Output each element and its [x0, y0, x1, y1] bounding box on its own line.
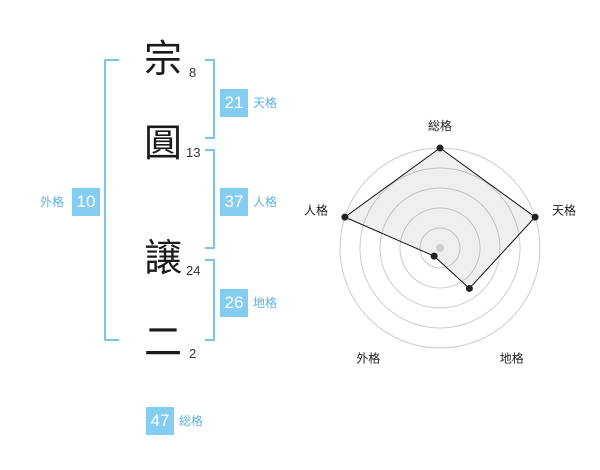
- name-char-4: 二: [143, 320, 182, 364]
- soukaku-label: 総格: [179, 414, 204, 428]
- gaikaku-label: 外格: [40, 195, 65, 209]
- radar-center-dot: [436, 244, 444, 252]
- name-char-3: 譲: [143, 236, 182, 280]
- jinkaku-bracket: [205, 149, 215, 249]
- tenkaku-bracket: [205, 59, 215, 139]
- soukaku-value: 47: [146, 407, 174, 435]
- radar-point-1: [436, 144, 444, 152]
- jinkaku-value: 37: [220, 188, 248, 216]
- radar-axis-label-1: 総格: [428, 118, 452, 133]
- gaikaku-value: 10: [72, 188, 100, 216]
- radar-point-4: [430, 252, 438, 260]
- tenkaku-label: 天格: [253, 96, 278, 110]
- tenkaku-value: 21: [220, 89, 248, 117]
- gaikaku-bracket: [104, 59, 119, 341]
- chikaku-label: 地格: [253, 296, 278, 310]
- radar-point-2: [531, 213, 539, 221]
- stroke-count-2: 13: [186, 145, 201, 160]
- radar-axis-label-2: 天格: [552, 202, 576, 217]
- radar-axis-label-4: 外格: [356, 351, 380, 366]
- radar-point-3: [465, 284, 473, 292]
- radar-point-5: [341, 213, 349, 221]
- stroke-count-4: 2: [189, 346, 197, 361]
- radar-axis-label-3: 地格: [500, 351, 524, 366]
- name-char-2: 圓: [143, 121, 182, 165]
- radar-axis-label-5: 人格: [304, 202, 328, 217]
- stroke-count-1: 8: [189, 65, 197, 80]
- chikaku-value: 26: [220, 289, 248, 317]
- stroke-count-3: 24: [186, 263, 201, 278]
- jinkaku-label: 人格: [253, 195, 278, 209]
- chikaku-bracket: [205, 259, 215, 341]
- radar-polygon: [343, 147, 536, 290]
- name-char-1: 宗: [143, 37, 182, 81]
